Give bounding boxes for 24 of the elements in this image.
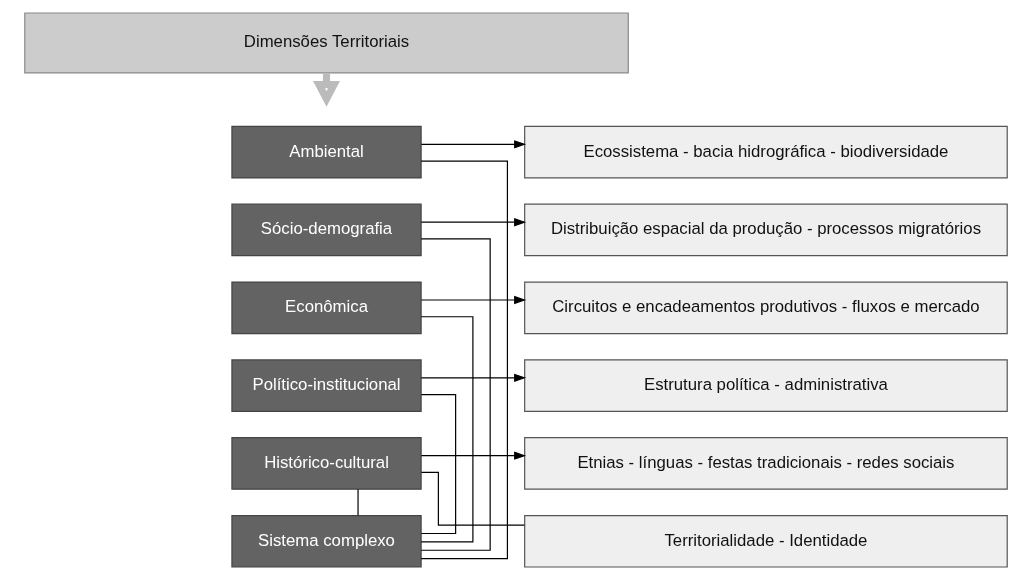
arrow	[420, 451, 526, 460]
arrow	[420, 218, 526, 227]
node-box: Etnias - línguas - festas tradicionais - redes sociais	[523, 437, 1008, 490]
arrow	[420, 295, 526, 305]
node-box: Circuitos e encadeamentos produtivos - fluxos e mercado	[523, 281, 1008, 335]
node-box: Sistema complexo	[230, 514, 422, 568]
connector	[420, 160, 508, 560]
node-box: Econômica	[230, 281, 422, 335]
node-box: Histórico-cultural	[230, 437, 422, 490]
connector	[420, 238, 491, 551]
connector	[420, 394, 456, 535]
arrow	[420, 373, 526, 383]
node-box: Dimensões Territoriais	[23, 12, 629, 74]
connector	[420, 471, 525, 526]
node-box: Ecossistema - bacia hidrográfica - biodiversidade	[523, 125, 1008, 179]
node-box: Sócio-demografia	[230, 203, 422, 257]
connector	[420, 316, 473, 543]
arrow	[420, 140, 526, 149]
node-box: Político-institucional	[230, 359, 422, 412]
node-box: Estrutura política - administrativa	[523, 359, 1008, 412]
node-box: Distribuição espacial da produção - processos migratórios	[523, 203, 1008, 257]
node-box: Ambiental	[230, 125, 422, 179]
connector	[356, 488, 359, 516]
node-box: Territorialidade - Identidade	[523, 514, 1008, 568]
